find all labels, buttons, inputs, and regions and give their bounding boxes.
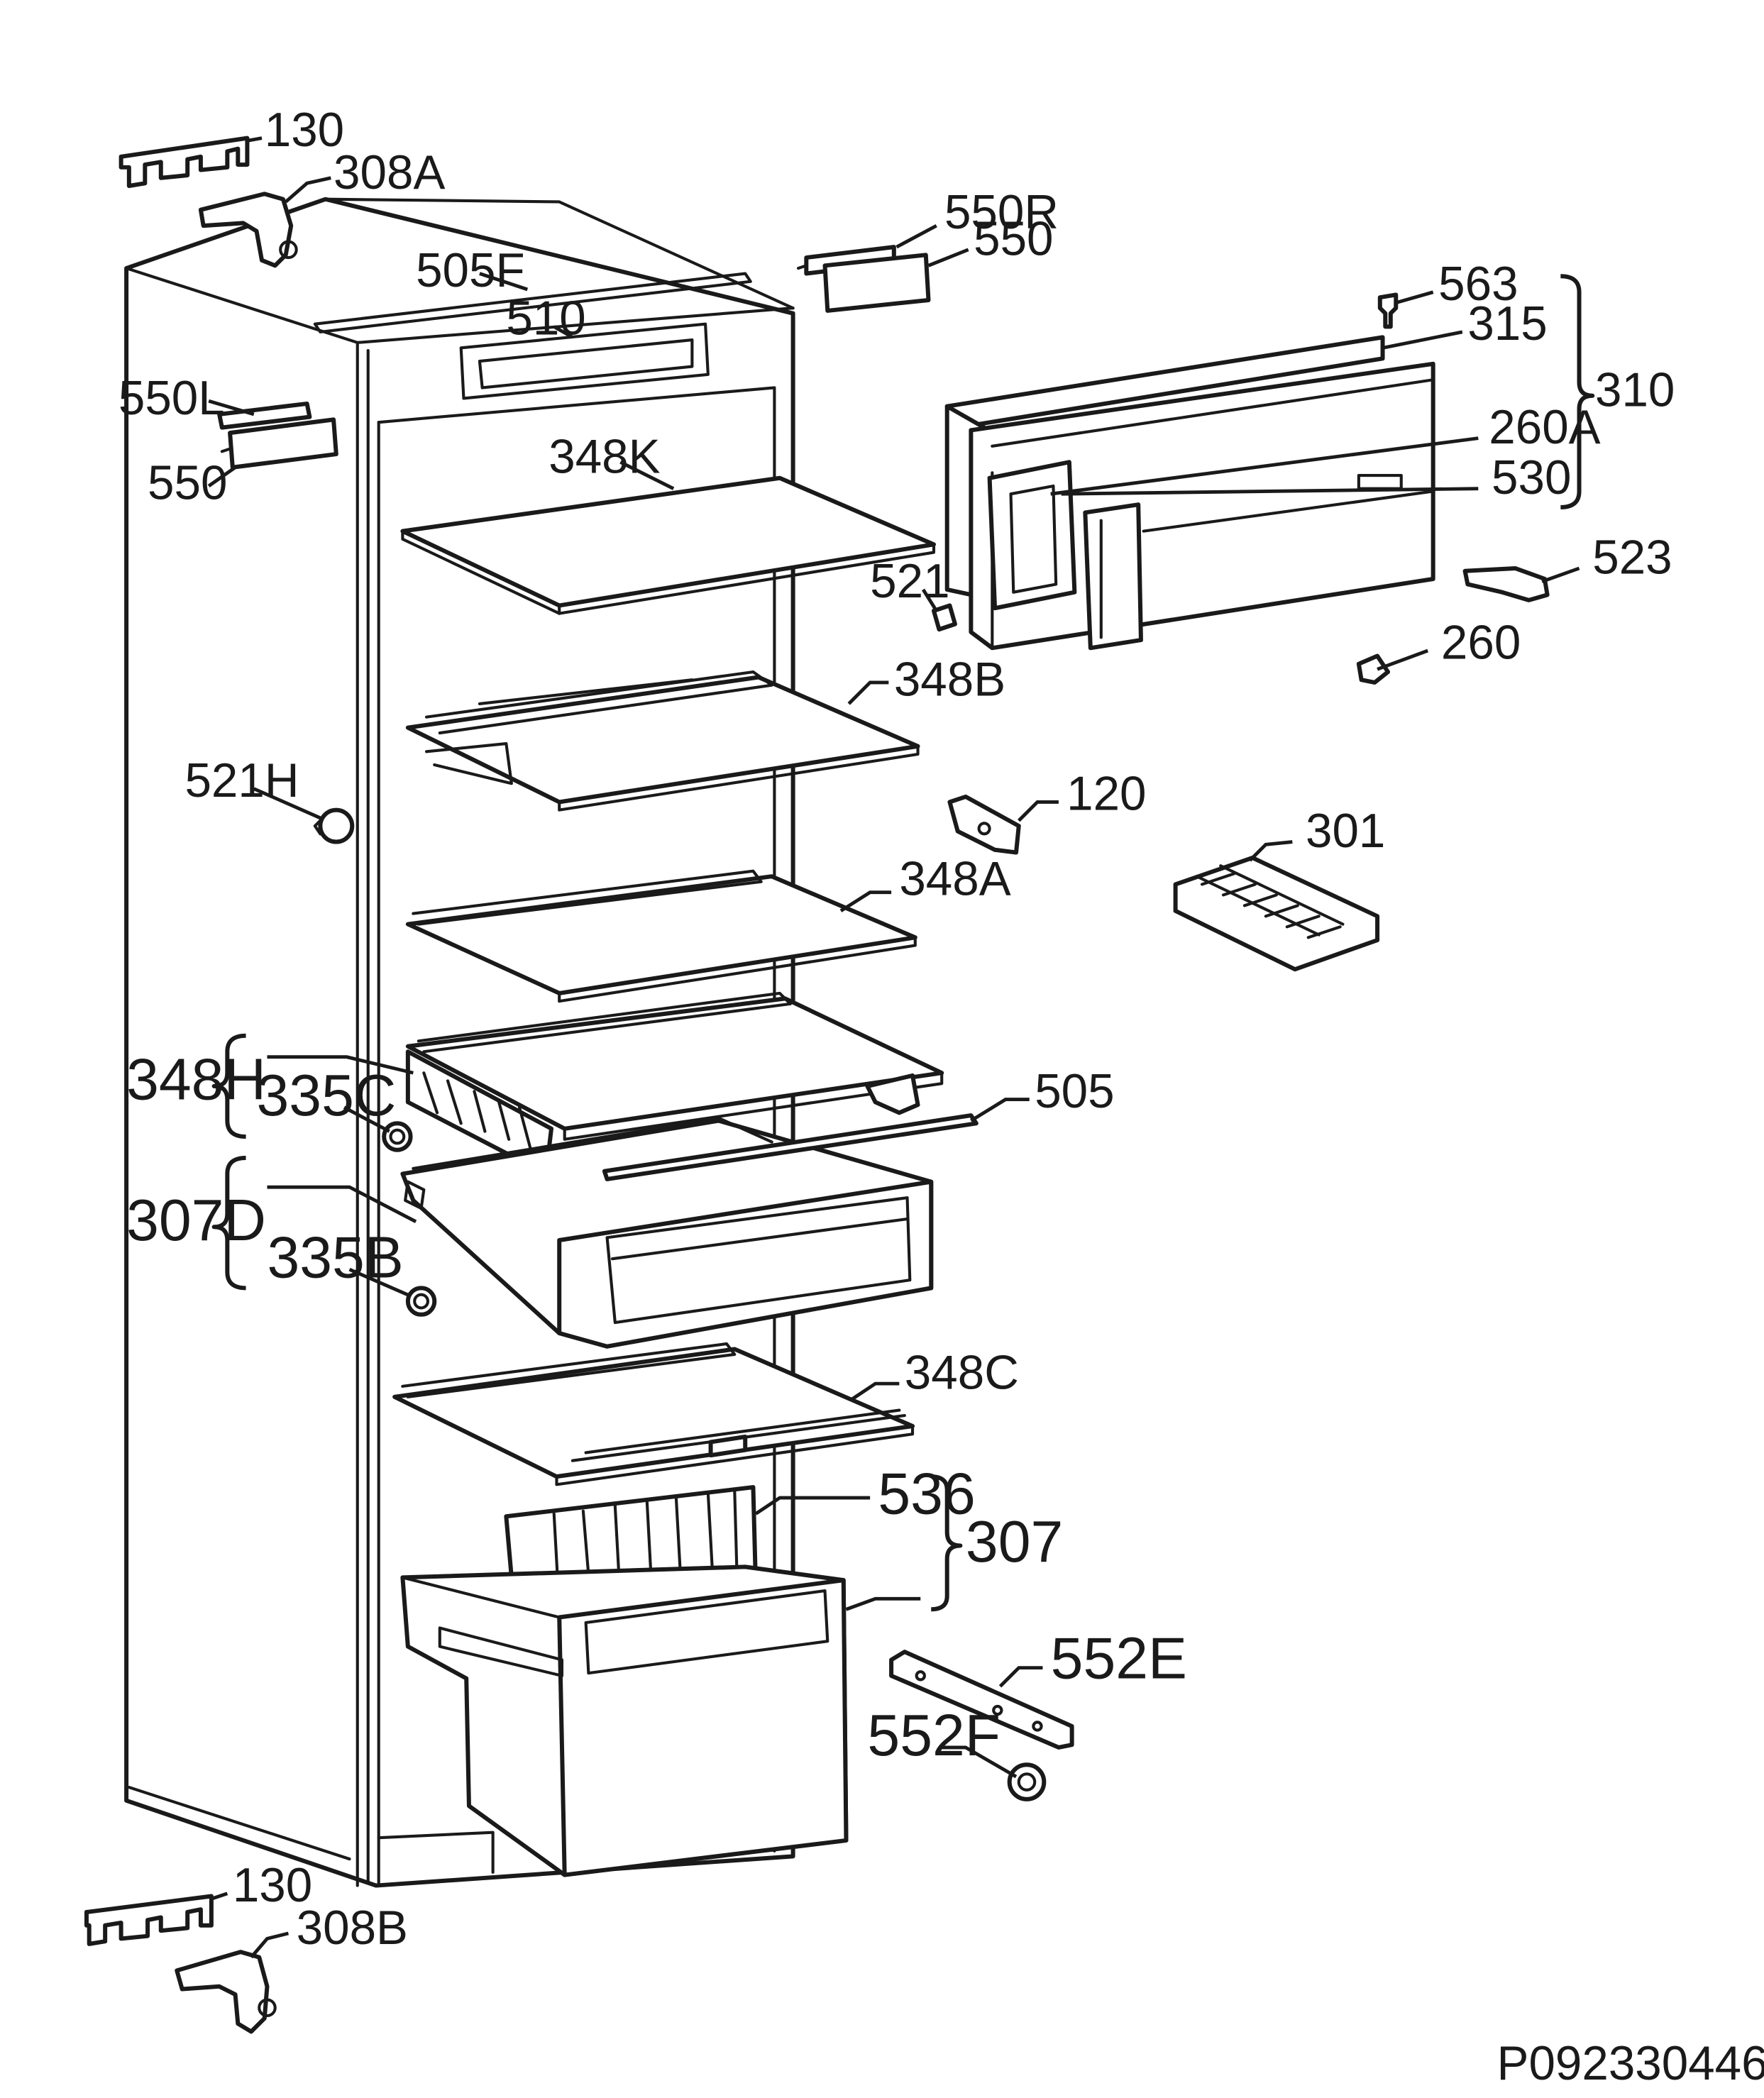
brace-307D <box>211 1155 246 1291</box>
label-505F: 505F <box>416 244 525 297</box>
shelf-348C <box>392 1342 915 1486</box>
label-308A: 308A <box>333 146 445 199</box>
label-550L: 550L <box>118 372 225 425</box>
shelf-348A <box>405 869 917 1003</box>
label-315: 315 <box>1467 297 1547 350</box>
label-307: 307 <box>966 1509 1063 1574</box>
label-348C: 348C <box>905 1347 1019 1400</box>
document-code: P09233044686 <box>1497 2037 1764 2090</box>
part-labels: 130 308A 505F 510 550R 550 550L 550 563 … <box>118 104 1675 1955</box>
label-120: 120 <box>1066 768 1146 821</box>
screw-563 <box>1377 292 1399 329</box>
bracket-120 <box>947 794 1021 855</box>
label-260: 260 <box>1441 616 1521 669</box>
label-550R: 550R <box>944 186 1059 239</box>
label-550-left: 550 <box>148 457 227 510</box>
label-348H: 348H <box>126 1047 266 1113</box>
clip-260 <box>1356 653 1391 685</box>
hinge-top <box>198 192 298 268</box>
label-130-top: 130 <box>265 104 344 157</box>
knob-552F <box>1007 1762 1047 1801</box>
shelf-348B <box>405 670 920 812</box>
handle-523 <box>1462 566 1550 602</box>
divider-505 <box>602 1113 979 1181</box>
label-310: 310 <box>1595 364 1675 417</box>
drawer-307D <box>400 1116 934 1349</box>
brace-348H <box>211 1033 246 1139</box>
label-563: 563 <box>1438 258 1518 311</box>
label-550-right: 550 <box>974 212 1053 265</box>
cover-bracket-right <box>797 245 931 313</box>
door-310 <box>944 335 1435 651</box>
label-510: 510 <box>506 292 585 346</box>
label-552F: 552F <box>867 1703 1000 1768</box>
glide-335B <box>405 1286 437 1317</box>
label-307D: 307D <box>126 1188 266 1253</box>
rail-552E <box>889 1650 1074 1750</box>
label-536: 536 <box>878 1462 975 1527</box>
hinge-cover-plate-bottom <box>84 1894 214 1946</box>
label-530: 530 <box>1492 451 1571 504</box>
drawer-307 <box>400 1564 849 1877</box>
label-348B: 348B <box>894 653 1005 707</box>
door-stop-knob <box>313 807 355 844</box>
label-552E: 552E <box>1051 1626 1187 1691</box>
hinge-cover-plate-top <box>118 136 250 189</box>
shelf-348H <box>405 991 944 1176</box>
cover-bracket-left <box>217 401 338 470</box>
hinge-pin-521 <box>931 603 957 632</box>
brace-307 <box>931 1474 963 1612</box>
ice-tray-301 <box>1173 856 1380 972</box>
label-130-bottom: 130 <box>233 1859 312 1912</box>
label-521H: 521H <box>184 754 299 807</box>
label-335C: 335C <box>257 1063 397 1128</box>
label-260A: 260A <box>1489 401 1600 454</box>
label-348K: 348K <box>549 430 660 483</box>
label-521: 521 <box>870 555 949 608</box>
label-301: 301 <box>1306 805 1385 858</box>
hinge-bottom <box>175 1950 277 2034</box>
leader-lines <box>207 136 1580 1959</box>
label-335B: 335B <box>267 1225 403 1290</box>
label-505: 505 <box>1035 1065 1114 1118</box>
shelf-348K <box>400 475 936 615</box>
brace-310 <box>1560 274 1595 509</box>
label-308B: 308B <box>297 1901 408 1955</box>
label-523: 523 <box>1592 531 1672 584</box>
label-348A: 348A <box>899 852 1010 905</box>
glide-335C <box>382 1121 413 1152</box>
